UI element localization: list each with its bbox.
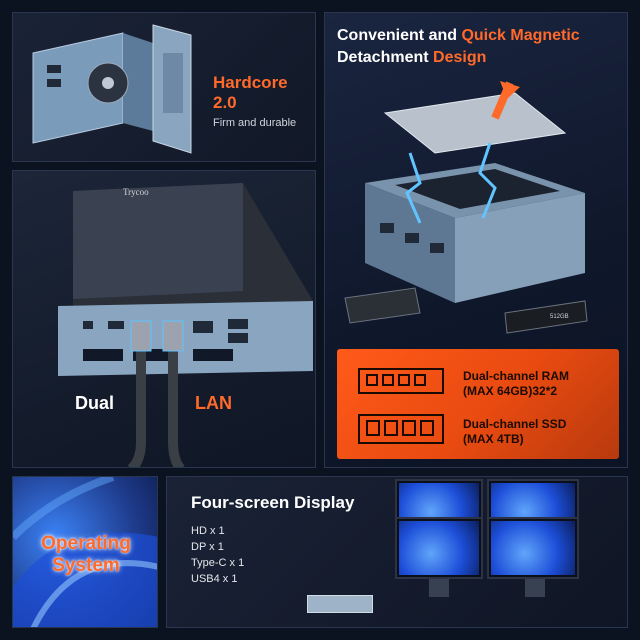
ssd-spec-line2: (MAX 4TB): [463, 432, 524, 446]
os-title-line2: System: [52, 555, 120, 576]
magnetic-title: Convenient and Quick Magnetic Detachment…: [337, 25, 623, 69]
brand-logo: Trycoo: [123, 187, 149, 197]
ram-spec-line1: Dual-channel RAM: [463, 369, 570, 383]
magnetic-panel: Convenient and Quick Magnetic Detachment…: [324, 12, 628, 468]
magnetic-title-part1: Convenient and: [337, 27, 462, 44]
mini-pc-front-illustration: Trycoo: [58, 183, 313, 467]
os-panel: Operating System: [12, 476, 158, 628]
monitor-stand-right: [525, 579, 545, 597]
dual-label: Dual: [75, 393, 115, 413]
lan-label: LAN: [195, 393, 232, 413]
hardcore-title: Hardcore 2.0: [213, 73, 288, 113]
hardcore-title-line2: 2.0: [213, 93, 237, 112]
monitor-bottom-left: [395, 517, 483, 579]
monitor-bottom-right: [487, 517, 579, 579]
ram-spec: Dual-channel RAM (MAX 64GB)32*2: [463, 369, 569, 399]
ssd-spec: Dual-channel SSD (MAX 4TB): [463, 417, 566, 447]
mini-pc-small: [307, 595, 373, 613]
exploded-case-illustration: [32, 24, 192, 154]
port-list: HD x 1 DP x 1 Type-C x 1 USB4 x 1: [191, 523, 244, 587]
port-type-c: Type-C x 1: [191, 557, 245, 569]
four-screen-title: Four-screen Display: [191, 493, 355, 512]
ram-spec-line2: (MAX 64GB)32*2: [463, 384, 558, 398]
memory-icons: [358, 368, 444, 444]
ssd-spec-line1: Dual-channel SSD: [463, 417, 567, 431]
windows-bloom-background: [13, 477, 157, 627]
port-usb4: USB4 x 1: [191, 573, 238, 585]
magnetic-title-part2: Quick Magnetic: [461, 27, 580, 44]
ssd-capacity-label: 512GB: [550, 314, 569, 320]
os-title: Operating System: [13, 533, 157, 577]
mini-pc-open-illustration: 512GB: [344, 81, 588, 334]
port-dp: DP x 1: [191, 541, 224, 553]
port-hd: HD x 1: [191, 525, 225, 537]
ram-icon: [358, 368, 444, 394]
monitor-stand-left: [429, 579, 449, 597]
four-screen-panel: Four-screen Display HD x 1 DP x 1 Type-C…: [166, 476, 628, 628]
dual-lan-panel: Trycoo Dual LAN: [12, 170, 316, 468]
os-title-line1: Operating: [41, 533, 131, 554]
ssd-icon: [358, 414, 444, 444]
hardcore-title-line1: Hardcore: [213, 73, 288, 92]
hardcore-subtitle: Firm and durable: [213, 117, 297, 129]
magnetic-title-part3: Detachment: [337, 49, 434, 66]
magnetic-title-part4: Design: [433, 49, 487, 66]
spec-box: Dual-channel RAM (MAX 64GB)32*2 Dual-cha…: [337, 349, 619, 459]
hardcore-panel: Hardcore 2.0 Firm and durable: [12, 12, 316, 162]
